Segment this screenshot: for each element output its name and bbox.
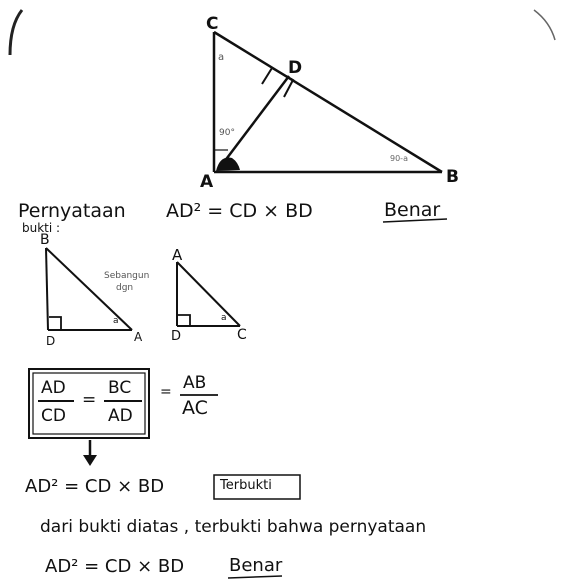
angle-label-c: a xyxy=(218,52,225,63)
ratio-box xyxy=(28,368,150,439)
left-triangle xyxy=(45,247,133,331)
ratio-equals-1: = xyxy=(82,390,97,410)
ratio-2-denominator: AD xyxy=(108,406,133,426)
main-triangle xyxy=(212,30,443,174)
left-tri-bottom-right: A xyxy=(134,330,143,344)
ratio-1-denominator: CD xyxy=(41,406,66,426)
left-tri-top: B xyxy=(40,232,50,248)
similar-note-1: Sebangun xyxy=(104,271,150,281)
page-corner-curve-left xyxy=(8,9,24,56)
statement-label: Pernyataan xyxy=(18,200,126,222)
angle-label-a-upper: 90° xyxy=(219,128,235,138)
proof-label: bukti : xyxy=(22,221,61,235)
statement-expression: AD² = CD × BD xyxy=(166,200,313,222)
statement-verdict: Benar xyxy=(384,199,441,221)
vertex-label-c: C xyxy=(206,14,219,34)
right-angle-mark-d xyxy=(261,66,295,98)
ratio-3-denominator: AC xyxy=(182,397,208,419)
angle-mark-a xyxy=(216,157,240,171)
proven-label: Terbukti xyxy=(220,478,272,493)
vertex-label-b: B xyxy=(446,167,459,187)
ratio-1-numerator: AD xyxy=(41,378,66,398)
left-tri-bottom-left: D xyxy=(46,334,56,348)
right-tri-bottom-right: C xyxy=(237,327,247,343)
right-tri-angle: a xyxy=(221,313,227,323)
ratio-equals-2: = xyxy=(160,384,172,400)
conclusion-line-1: dari bukti diatas , terbukti bahwa perny… xyxy=(40,517,427,537)
right-tri-bottom-left: D xyxy=(171,329,182,344)
left-tri-angle: a xyxy=(113,316,119,326)
right-tri-top: A xyxy=(172,246,183,264)
vertex-label-a: A xyxy=(200,172,214,192)
altitude-ad xyxy=(217,75,290,171)
right-triangle xyxy=(176,261,241,327)
vertex-label-d: D xyxy=(288,58,303,78)
similar-note-2: dgn xyxy=(116,283,134,293)
terbukti-box xyxy=(213,474,301,500)
conclusion-verdict: Benar xyxy=(229,555,283,576)
angle-label-b: 90-a xyxy=(390,154,408,163)
ratio-3-numerator: AB xyxy=(183,373,207,393)
conclusion-expression: AD² = CD × BD xyxy=(45,556,185,577)
proof-result: AD² = CD × BD xyxy=(25,476,165,497)
ratio-2-numerator: BC xyxy=(108,378,132,398)
page-corner-curve-right xyxy=(533,9,556,41)
